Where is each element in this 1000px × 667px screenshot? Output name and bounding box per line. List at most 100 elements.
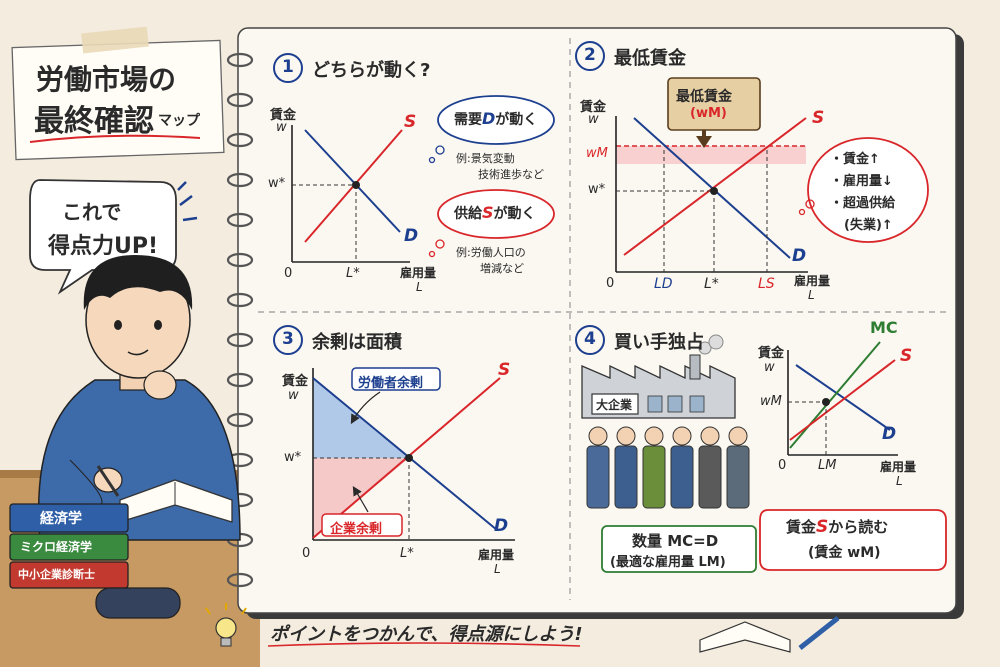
notebook (237, 27, 964, 619)
panel4-demand-curve (795, 364, 891, 431)
panel4-chart (787, 341, 898, 456)
panel4-title: 買い手独占 (614, 332, 704, 353)
panel1-y-axis: 賃金 (270, 108, 297, 123)
panel3-title: 余剰は面積 (312, 332, 402, 353)
book-title-2: ミクロ経済学 (20, 540, 93, 554)
worker (586, 426, 610, 509)
panel4-box1-line2: (最適な雇用量 LM) (610, 555, 726, 570)
panel4-d-label: D (882, 424, 897, 444)
panel4-number-circle (575, 325, 605, 355)
panel2-x-axis: 雇用量 (794, 274, 831, 288)
panel2-w-m: wM (586, 146, 608, 161)
panel1-y-sym: w (276, 120, 287, 135)
panel3-d-label: D (494, 516, 509, 536)
ring (226, 212, 254, 228)
panel4-w-m: wM (760, 394, 782, 409)
panel1-cloud2-text: 供給Sが動く (454, 203, 536, 222)
book-title-3: 中小企業診断士 (18, 568, 95, 581)
panel1-number: 1 (282, 57, 294, 77)
panel1-origin: 0 (284, 266, 293, 281)
panel3-number: 3 (282, 329, 294, 349)
panel2-w-star: w* (588, 182, 606, 197)
panel2-l-d: LD (654, 276, 673, 292)
book-stack (9, 503, 181, 619)
footer-tip: ポイントをつかんで、得点源にしよう! (270, 624, 583, 645)
panel3-x-sym: L (494, 562, 501, 576)
panel1-x-sym: L (416, 280, 423, 294)
panel2-note-3: ・超過供給 (830, 196, 896, 211)
footer-decor (205, 603, 840, 653)
panel1-cloud1-ex1: 例:景気変動 (456, 152, 515, 165)
panel2-number-circle (575, 41, 605, 71)
worker (698, 426, 722, 509)
panel4-box2-line2: (賃金 wM) (808, 545, 881, 561)
panel4-factory (581, 334, 736, 419)
panel1-chart (291, 125, 410, 263)
panel1-clouds (428, 95, 555, 258)
panel3-worker-surplus-label: 労働者余剰 (358, 376, 424, 391)
ring (226, 572, 254, 588)
panel3-number-circle (273, 325, 303, 355)
panel3-w-star: w* (284, 450, 302, 465)
panel4-mc-curve (789, 341, 881, 449)
panel2-title: 最低賃金 (614, 48, 686, 69)
panel3-demand-curve (312, 377, 498, 531)
panel2-note-4: (失業)↑ (844, 218, 893, 233)
panel4-x-sym: L (896, 474, 903, 488)
panel2-l-s: LS (758, 276, 775, 292)
panel1-w-star: w* (268, 176, 286, 191)
panel2-origin: 0 (606, 276, 615, 291)
panel3-y-sym: w (288, 388, 299, 403)
panel1-number-circle (273, 53, 303, 83)
ring (226, 92, 254, 108)
panel2-equilibrium-point (710, 187, 718, 195)
worker (670, 426, 694, 509)
panel2-x-sym: L (808, 288, 815, 302)
panel2-notes-cloud (798, 137, 929, 243)
panel1-s-label: S (404, 112, 417, 132)
panel4-s-label: S (900, 346, 913, 366)
ring (226, 412, 254, 428)
panel1-equilibrium-point (352, 181, 360, 189)
panel4-origin: 0 (778, 458, 787, 473)
panel2-s-label: S (812, 108, 825, 128)
speech-line1: これで (62, 200, 122, 224)
panel2-number: 2 (584, 45, 596, 65)
panel1-d-label: D (404, 226, 419, 246)
panel4-supply-curve (789, 359, 896, 441)
ring (226, 172, 254, 188)
panel3-l-star: L* (400, 546, 414, 561)
ring (226, 292, 254, 308)
panel4-number: 4 (584, 329, 596, 349)
panel2-y-axis: 賃金 (580, 100, 607, 115)
panel2-l-star: L* (704, 276, 719, 292)
panel2-sign-line1: 最低賃金 (676, 89, 732, 105)
panel3-chart (312, 367, 515, 541)
panel4-y-sym: w (764, 360, 775, 375)
title-line1: 労働市場の (36, 63, 177, 96)
title-line2-small: マップ (158, 113, 200, 129)
panel1-cloud1-text: 需要Dが動く (454, 109, 538, 128)
panel3-s-label: S (498, 360, 511, 380)
worker (614, 426, 638, 509)
ring (226, 252, 254, 268)
panel2-sign (667, 77, 761, 148)
book-title-1: 経済学 (40, 511, 82, 527)
ring (226, 332, 254, 348)
speech-line2: 得点力UP! (48, 234, 159, 259)
panel2-chart (615, 116, 808, 273)
panel2-note-2: ・雇用量↓ (830, 174, 893, 189)
panel3-x-axis: 雇用量 (478, 548, 515, 562)
worker (642, 426, 666, 509)
panel4-box2-line1: 賃金Sから読む (786, 517, 889, 537)
panel4-box-green (601, 525, 757, 573)
panel1-cloud1-ex2: 技術進歩など (478, 168, 544, 181)
ring (226, 372, 254, 388)
panel2-supply-curve (623, 117, 807, 256)
panel4-box1-line1: 数量 MC=D (632, 532, 719, 550)
panel4-mc-label: MC (870, 318, 898, 337)
panel2-note-1: ・賃金↑ (830, 152, 880, 167)
panel1-cloud2-ex1: 例:労働人口の (456, 246, 526, 259)
panel1-l-star: L* (346, 266, 360, 281)
